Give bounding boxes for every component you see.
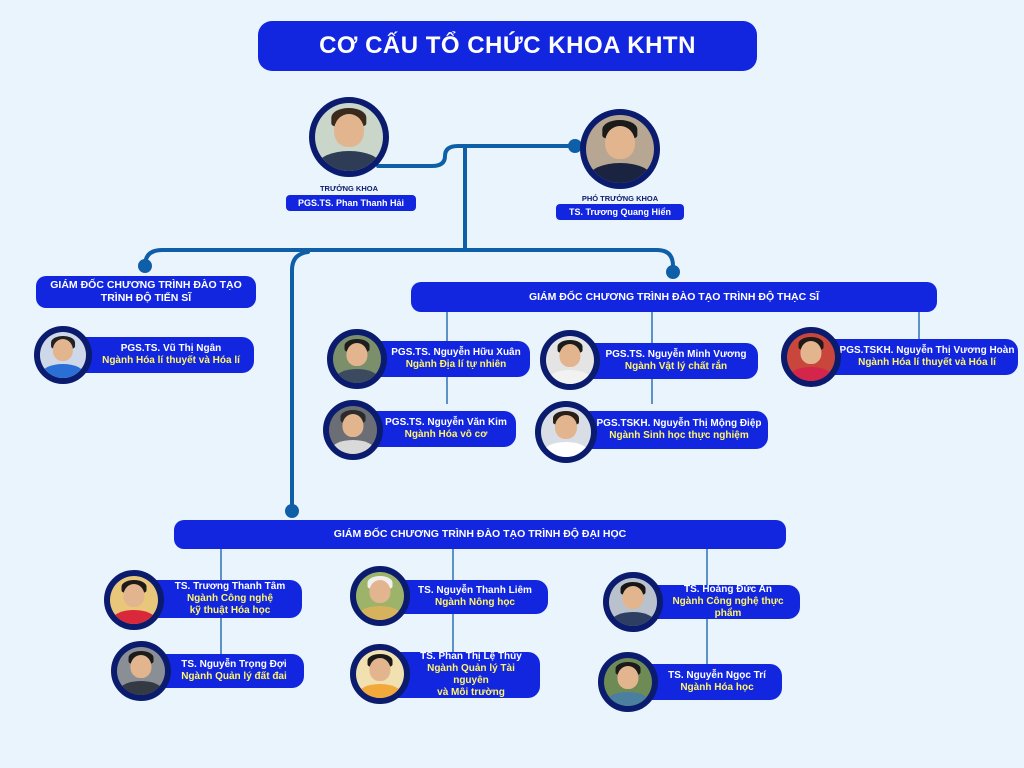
member-major: Ngành Địa lí tự nhiên: [405, 359, 507, 370]
member-photo: [34, 326, 92, 384]
leaders-connector: [376, 144, 577, 168]
member-major: Ngành Vật lý chất rắn: [624, 361, 728, 372]
member-major: Ngành Hóa lí thuyết và Hóa lí: [858, 357, 996, 368]
master-director-header: GIÁM ĐỐC CHƯƠNG TRÌNH ĐÀO TẠO TRÌNH ĐỘ T…: [411, 282, 937, 312]
vice-dean-role: PHÓ TRƯỞNG KHOA: [581, 194, 659, 203]
member-photo: [535, 401, 597, 463]
member-name: PGS.TS. Nguyễn Văn Kim: [385, 417, 507, 428]
connector-dot: [138, 259, 152, 273]
vice-dean-photo: [580, 109, 660, 189]
member-card: PGS.TSKH. Nguyễn Thị Mộng Điệp Ngành Sin…: [566, 411, 768, 449]
member-major: Ngành Quản lý đất đai: [181, 671, 287, 682]
member-major-line: Ngành Công nghệ: [186, 593, 274, 604]
bachelor-connector: [290, 250, 310, 512]
member-name: TS. Nguyễn Trọng Đợi: [181, 659, 287, 670]
connector-dot: [568, 139, 582, 153]
member-photo: [111, 641, 171, 701]
member-major: Ngành Hóa vô cơ: [404, 429, 488, 440]
member-major-line: Ngành Quản lý Tài nguyên: [427, 663, 515, 686]
phd-header-line1: GIÁM ĐỐC CHƯƠNG TRÌNH ĐÀO TẠO: [50, 279, 242, 291]
member-major: Ngành Công nghệ thực phẩm: [672, 596, 784, 619]
member-card: PGS.TS. Nguyễn Hữu Xuân Ngành Địa lí tự …: [358, 341, 530, 377]
member-name: PGS.TS. Nguyễn Hữu Xuân: [391, 347, 521, 358]
member-major: Ngành Quản lý Tài nguyên và Môi trường: [408, 663, 534, 699]
member-major: Ngành Nông học: [435, 597, 515, 608]
member-name: TS. Phan Thị Lệ Thủy: [420, 651, 522, 662]
member-name: TS. Nguyễn Ngọc Trí: [668, 670, 766, 681]
member-card: PGS.TS. Nguyễn Minh Vương Ngành Vật lý c…: [570, 343, 758, 379]
bachelor-director-header: GIÁM ĐỐC CHƯƠNG TRÌNH ĐÀO TẠO TRÌNH ĐỘ Đ…: [174, 520, 786, 549]
member-major-line: kỹ thuật Hóa học: [189, 605, 271, 616]
member-photo: [350, 566, 410, 626]
member-major: Ngành Hóa lí thuyết và Hóa lí: [102, 355, 240, 366]
member-photo: [350, 644, 410, 704]
member-card: PGS.TSKH. Nguyễn Thị Vương Hoàn Ngành Hó…: [812, 339, 1018, 375]
member-card: PGS.TS. Vũ Thị Ngân Ngành Hóa lí thuyết …: [64, 337, 254, 373]
member-name: TS. Nguyễn Thanh Liêm: [418, 585, 532, 596]
member-name: PGS.TSKH. Nguyễn Thị Vương Hoàn: [839, 345, 1015, 356]
member-name: TS. Trương Thanh Tâm: [174, 581, 286, 592]
member-photo: [104, 570, 164, 630]
dean-name: PGS.TS. Phan Thanh Hải: [286, 195, 416, 211]
vice-dean-name: TS. Trương Quang Hiển: [556, 204, 684, 220]
phd-director-header: GIÁM ĐỐC CHƯƠNG TRÌNH ĐÀO TẠO TRÌNH ĐỘ T…: [36, 276, 256, 308]
dean-role: TRƯỞNG KHOA: [319, 184, 379, 193]
member-photo: [598, 652, 658, 712]
connector-dot: [666, 265, 680, 279]
member-name: PGS.TSKH. Nguyễn Thị Mộng Điệp: [596, 418, 762, 429]
member-name: PGS.TS. Nguyễn Minh Vương: [605, 349, 747, 360]
page-title: CƠ CẤU TỔ CHỨC KHOA KHTN: [258, 21, 757, 71]
member-name: TS. Hoàng Đức An: [684, 584, 772, 595]
phd-master-connector: [143, 248, 675, 276]
phd-header-line2: TRÌNH ĐỘ TIẾN SĨ: [100, 292, 192, 304]
member-photo: [540, 330, 600, 390]
member-photo: [781, 327, 841, 387]
member-major-line: và Môi trường: [437, 687, 505, 698]
member-photo: [327, 329, 387, 389]
member-major: Ngành Hóa học: [680, 682, 754, 693]
member-major: Ngành Sinh học thực nghiệm: [609, 430, 749, 441]
member-photo: [603, 572, 663, 632]
member-major: Ngành Công nghệ kỹ thuật Hóa học: [187, 593, 273, 617]
dean-photo: [309, 97, 389, 177]
connector-dot: [285, 504, 299, 518]
member-photo: [323, 400, 383, 460]
member-card: TS. Trương Thanh Tâm Ngành Công nghệ kỹ …: [134, 580, 302, 618]
member-name: PGS.TS. Vũ Thị Ngân: [120, 343, 222, 354]
